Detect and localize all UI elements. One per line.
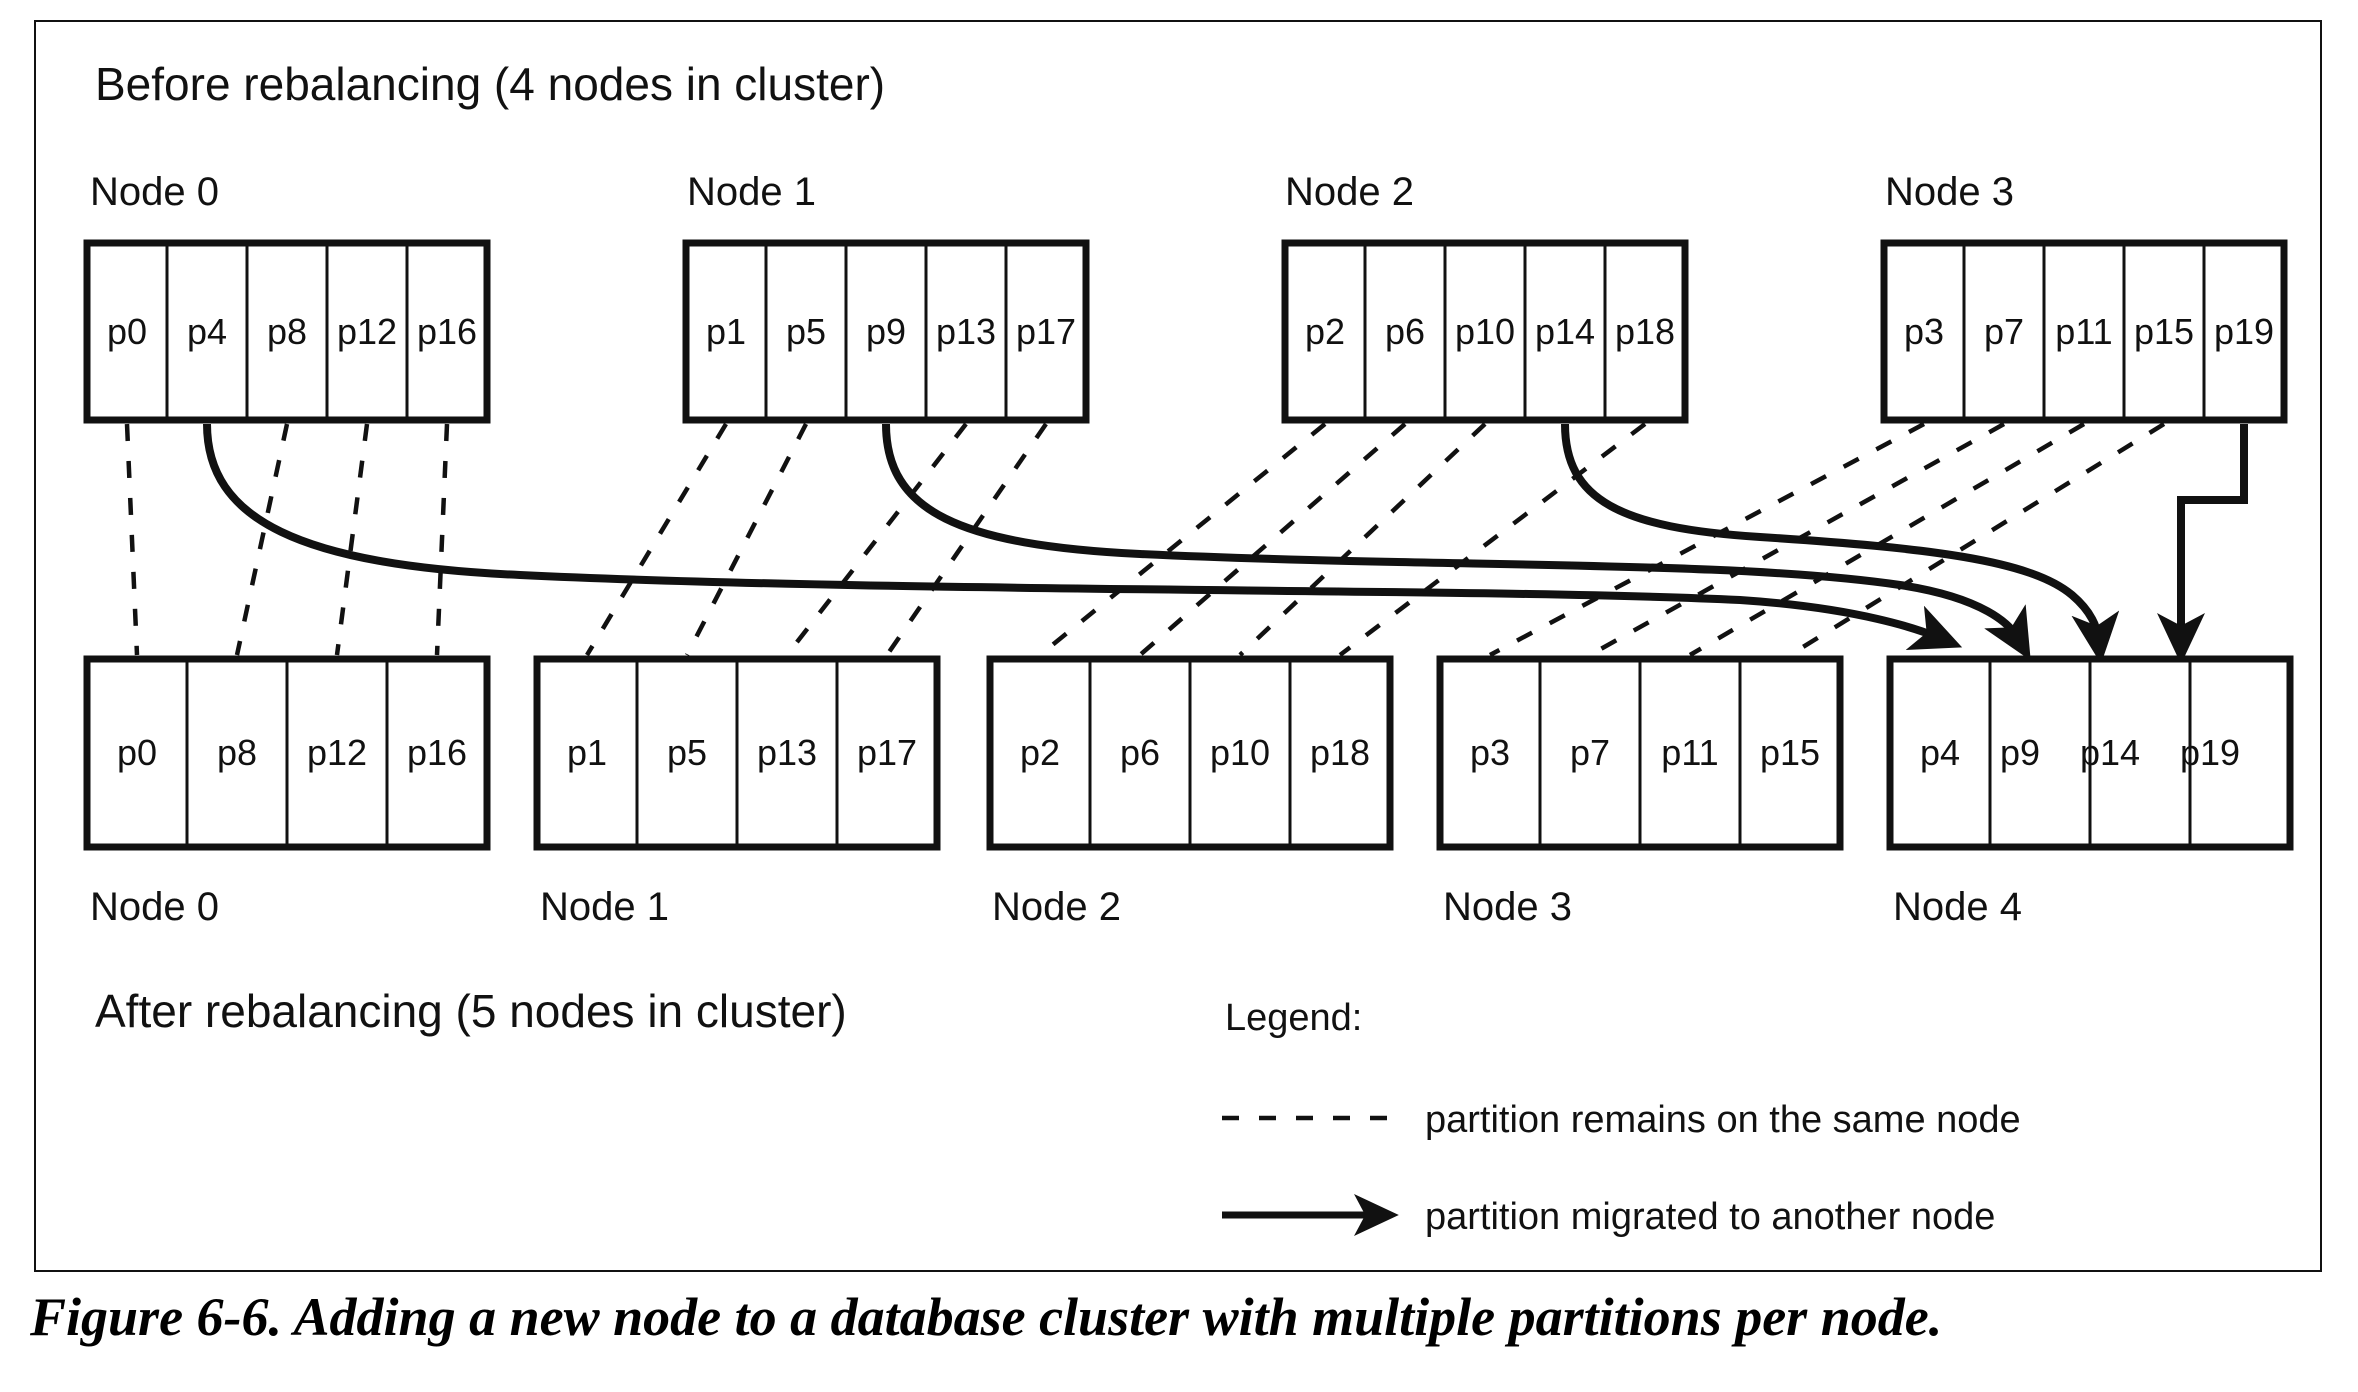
- after-cell-4-2: p14: [2080, 732, 2140, 773]
- before-cell-2-1: p6: [1385, 311, 1425, 352]
- after-cell-2-2: p10: [1210, 732, 1270, 773]
- after-cell-4-1: p9: [2000, 732, 2040, 773]
- after-cell-1-3: p17: [857, 732, 917, 773]
- before-cell-3-1: p7: [1984, 311, 2024, 352]
- after-cell-1-1: p5: [667, 732, 707, 773]
- before-node-box-0: p0 p4 p8 p12 p16: [83, 239, 491, 424]
- before-cell-3-0: p3: [1904, 311, 1944, 352]
- before-cell-0-2: p8: [267, 311, 307, 352]
- before-cell-3-2: p11: [2055, 311, 2112, 352]
- stay-connector-p3: [1488, 422, 1926, 657]
- stay-connector-p0: [124, 423, 140, 656]
- stay-connector-p1: [585, 422, 728, 657]
- before-cell-1-3: p13: [936, 311, 996, 352]
- migration-arrow-p14: [1561, 423, 2120, 665]
- before-node-label-1: Node 1: [687, 170, 816, 214]
- before-cell-2-2: p10: [1455, 311, 1515, 352]
- figure-caption: Figure 6-6. Adding a new node to a datab…: [30, 1287, 1943, 1347]
- after-node-box-1: p1 p5 p13 p17: [533, 655, 941, 851]
- before-cell-0-3: p12: [337, 311, 397, 352]
- stay-connector-group-node2: [1038, 422, 1647, 657]
- before-node-box-3: p3 p7 p11 p15 p19: [1880, 239, 2288, 424]
- before-node-box-1: p1 p5 p9 p13 p17: [682, 239, 1090, 424]
- stay-connector-p2: [1038, 422, 1327, 657]
- before-cell-2-3: p14: [1535, 311, 1595, 352]
- after-cell-0-2: p12: [307, 732, 367, 773]
- after-cell-3-2: p11: [1661, 732, 1718, 773]
- after-cell-2-1: p6: [1120, 732, 1160, 773]
- after-cell-1-0: p1: [567, 732, 607, 773]
- after-cell-0-0: p0: [117, 732, 157, 773]
- before-cell-2-4: p18: [1615, 311, 1675, 352]
- after-node-box-4: p4 p9 p14 p19: [1886, 655, 2294, 851]
- before-cell-2-0: p2: [1305, 311, 1345, 352]
- before-cell-0-4: p16: [417, 311, 477, 352]
- after-cell-3-3: p15: [1760, 732, 1820, 773]
- after-cell-3-0: p3: [1470, 732, 1510, 773]
- stay-connector-p17: [885, 422, 1048, 657]
- after-title: After rebalancing (5 nodes in cluster): [95, 985, 847, 1037]
- after-cell-4-3: p19: [2180, 732, 2240, 773]
- legend-title: Legend:: [1225, 997, 1362, 1039]
- after-cell-2-0: p2: [1020, 732, 1060, 773]
- stay-connector-group-node0: [124, 423, 450, 656]
- after-cell-1-2: p13: [757, 732, 817, 773]
- after-node-box-0: p0 p8 p12 p16: [83, 655, 491, 851]
- after-cell-4-0: p4: [1920, 732, 1960, 773]
- before-cell-1-4: p17: [1016, 311, 1076, 352]
- legend-item-arrow: partition migrated to another node: [1222, 1194, 1995, 1238]
- before-title: Before rebalancing (4 nodes in cluster): [95, 58, 885, 110]
- after-cell-3-1: p7: [1570, 732, 1610, 773]
- after-node-box-3: p3 p7 p11 p15: [1436, 655, 1844, 851]
- after-cell-0-1: p8: [217, 732, 257, 773]
- stay-connector-p12: [334, 423, 370, 656]
- stay-connector-p13: [785, 422, 968, 657]
- before-cell-0-1: p4: [187, 311, 227, 352]
- stay-connector-p18: [1338, 422, 1647, 657]
- before-cell-1-1: p5: [786, 311, 826, 352]
- after-node-label-1: Node 1: [540, 885, 669, 929]
- after-cell-2-3: p18: [1310, 732, 1370, 773]
- stay-connector-p10: [1238, 422, 1487, 657]
- after-node-label-3: Node 3: [1443, 885, 1572, 929]
- before-node-label-0: Node 0: [90, 170, 219, 214]
- legend-label-stays: partition remains on the same node: [1425, 1099, 2021, 1141]
- before-cell-1-2: p9: [866, 311, 906, 352]
- before-cell-3-4: p19: [2214, 311, 2274, 352]
- legend-item-dashed: partition remains on the same node: [1222, 1099, 2021, 1141]
- after-cell-0-3: p16: [407, 732, 467, 773]
- after-node-label-2: Node 2: [992, 885, 1121, 929]
- migration-arrow-p9: [882, 423, 2031, 661]
- stay-connector-p8: [234, 423, 290, 656]
- before-node-label-3: Node 3: [1885, 170, 2014, 214]
- before-cell-1-0: p1: [706, 311, 746, 352]
- legend: Legend: partition remains on the same no…: [1222, 997, 2021, 1238]
- stay-connector-p16: [434, 423, 450, 656]
- legend-label-migrated: partition migrated to another node: [1425, 1196, 1995, 1238]
- stay-connector-group-node1: [585, 422, 1048, 657]
- before-node-label-2: Node 2: [1285, 170, 1414, 214]
- stay-connector-p11: [1688, 422, 2086, 657]
- after-node-label-4: Node 4: [1893, 885, 2022, 929]
- stay-connector-p5: [684, 422, 809, 657]
- before-node-box-2: p2 p6 p10 p14 p18: [1281, 239, 1689, 424]
- migration-arrow-p19: [2157, 424, 2248, 665]
- migration-arrow-p4: [203, 423, 1963, 651]
- after-node-box-2: p2 p6 p10 p18: [986, 655, 1394, 851]
- after-node-label-0: Node 0: [90, 885, 219, 929]
- before-cell-0-0: p0: [107, 311, 147, 352]
- before-cell-3-3: p15: [2134, 311, 2194, 352]
